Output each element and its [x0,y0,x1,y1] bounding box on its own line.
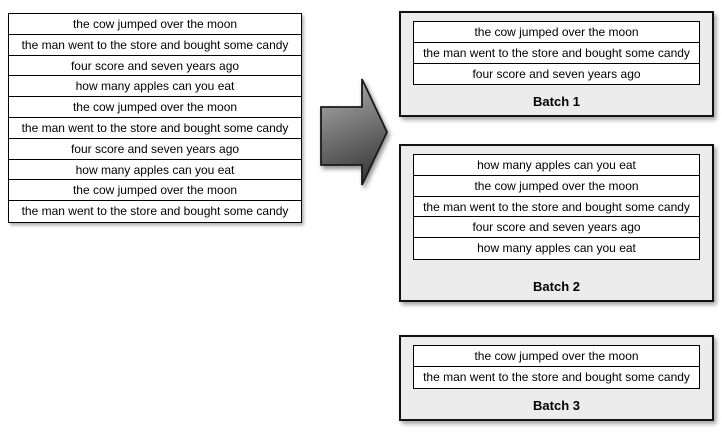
sentence-row: how many apples can you eat [414,238,699,259]
sentence-row: the man went to the store and bought som… [9,201,301,222]
sentence-row: the man went to the store and bought som… [414,42,699,64]
sentence-row: the man went to the store and bought som… [414,366,699,388]
sentence-row: how many apples can you eat [9,159,301,181]
batch-1-label: Batch 1 [533,94,580,109]
sentence-row: the cow jumped over the moon [9,14,301,35]
sentence-row: four score and seven years ago [9,138,301,160]
sentence-row: four score and seven years ago [9,55,301,77]
sentence-row: the cow jumped over the moon [9,180,301,202]
sentence-row: the cow jumped over the moon [414,175,699,197]
batch-2-table: how many apples can you eat the cow jump… [413,154,700,260]
sentence-row: how many apples can you eat [414,155,699,176]
batch-2-box: how many apples can you eat the cow jump… [399,144,714,302]
sentence-row: four score and seven years ago [414,63,699,85]
batch-3-box: the cow jumped over the moon the man wen… [399,335,714,421]
sentence-row: how many apples can you eat [9,76,301,98]
sentence-row: the man went to the store and bought som… [9,117,301,139]
right-arrow-icon [317,76,391,192]
sentence-row: the cow jumped over the moon [414,22,699,43]
batch-2-label: Batch 2 [533,279,580,294]
batch-1-table: the cow jumped over the moon the man wen… [413,21,700,86]
sentence-row: the cow jumped over the moon [9,97,301,118]
sentence-row: four score and seven years ago [414,217,699,239]
sentence-row: the cow jumped over the moon [414,346,699,367]
batch-3-label: Batch 3 [533,398,580,413]
batch-3-table: the cow jumped over the moon the man wen… [413,345,700,389]
batch-1-box: the cow jumped over the moon the man wen… [399,11,714,117]
sentence-row: the man went to the store and bought som… [414,196,699,218]
source-sentence-list: the cow jumped over the moon the man wen… [8,13,302,223]
sentence-row: the man went to the store and bought som… [9,34,301,56]
